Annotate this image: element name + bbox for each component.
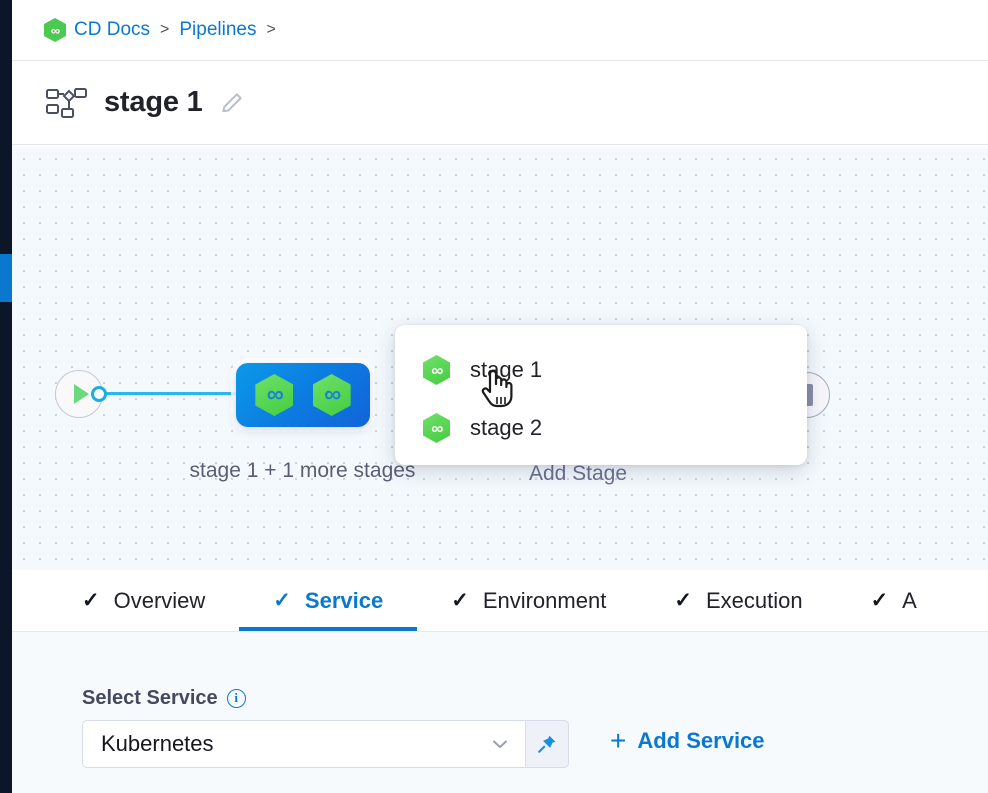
tab-label: Overview [113, 587, 206, 613]
tab-environment[interactable]: ✓ Environment [417, 570, 640, 631]
popover-item-stage-2[interactable]: ∞ stage 2 [395, 399, 807, 457]
check-icon: ✓ [674, 589, 692, 612]
service-hexagon-icon: ∞ [423, 355, 450, 385]
pipeline-flow-icon [46, 87, 87, 118]
nav-rail-active-indicator[interactable] [0, 254, 12, 302]
pencil-icon[interactable] [219, 90, 245, 116]
select-service-label-row: Select Service i [82, 687, 246, 710]
popover-item-stage-1[interactable]: ∞ stage 1 [395, 341, 807, 399]
service-hexagon-icon: ∞ [312, 374, 351, 416]
page-header: stage 1 [12, 61, 988, 145]
service-select-value: Kubernetes [101, 731, 214, 756]
tab-advanced[interactable]: ✓ A [837, 570, 951, 631]
pipeline-edge [104, 392, 239, 395]
pin-button[interactable] [525, 720, 569, 768]
select-service-label: Select Service [82, 687, 218, 709]
tab-service[interactable]: ✓ Service [239, 570, 418, 631]
harness-hexagon-icon: ∞ [44, 18, 66, 42]
add-service-button[interactable]: + Add Service [610, 725, 765, 756]
chevron-down-icon [493, 740, 507, 748]
check-icon: ✓ [82, 589, 100, 612]
breadcrumb-link-cd-docs[interactable]: CD Docs [74, 19, 151, 40]
info-icon[interactable]: i [226, 689, 246, 708]
check-icon: ✓ [273, 589, 291, 612]
canvas-top-fade [12, 145, 988, 151]
stage-group-caption: stage 1 + 1 more stages [189, 459, 416, 482]
popover-item-label: stage 2 [470, 415, 543, 440]
breadcrumb: ∞ CD Docs > Pipelines > [12, 0, 988, 61]
tab-execution[interactable]: ✓ Execution [640, 570, 836, 631]
service-config-pane: Select Service i Kubernetes + Add Servic… [12, 632, 988, 793]
tab-overview[interactable]: ✓ Overview [48, 570, 239, 631]
stop-bar-icon [801, 384, 813, 406]
breadcrumb-separator: > [160, 21, 170, 38]
stage-list-popover: ∞ stage 1 ∞ stage 2 [395, 325, 807, 465]
plus-icon: + [610, 725, 627, 756]
add-service-label: Add Service [637, 728, 765, 753]
tab-label: A [902, 587, 917, 613]
service-hexagon-icon: ∞ [255, 374, 294, 416]
stage-config-tabs: ✓ Overview ✓ Service ✓ Environment ✓ Exe… [12, 570, 988, 632]
tab-label: Environment [482, 587, 607, 613]
service-hexagon-icon: ∞ [423, 413, 450, 443]
tab-label: Service [304, 587, 384, 613]
stage-group-node[interactable]: ∞ ∞ [236, 363, 370, 427]
play-icon [73, 384, 89, 404]
page-title: stage 1 [104, 86, 203, 118]
add-stage-label[interactable]: Add Stage [528, 462, 628, 485]
select-service-control: Kubernetes [82, 720, 569, 768]
service-select[interactable]: Kubernetes [82, 720, 526, 768]
check-icon: ✓ [870, 589, 889, 612]
breadcrumb-separator: > [266, 21, 276, 38]
tab-label: Execution [705, 587, 803, 613]
popover-item-label: stage 1 [470, 357, 543, 382]
start-node-connector-dot[interactable] [91, 386, 107, 402]
nav-rail[interactable] [0, 0, 12, 793]
pin-icon [538, 735, 556, 753]
check-icon: ✓ [451, 589, 469, 612]
breadcrumb-link-pipelines[interactable]: Pipelines [179, 19, 257, 40]
